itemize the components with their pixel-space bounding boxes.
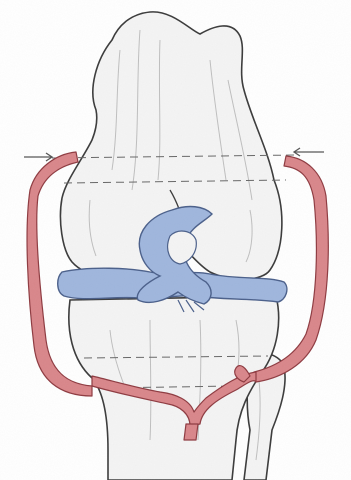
knee-illustration — [0, 0, 351, 480]
pencil-texture — [0, 0, 351, 480]
knee-illustration-stage — [0, 0, 351, 480]
